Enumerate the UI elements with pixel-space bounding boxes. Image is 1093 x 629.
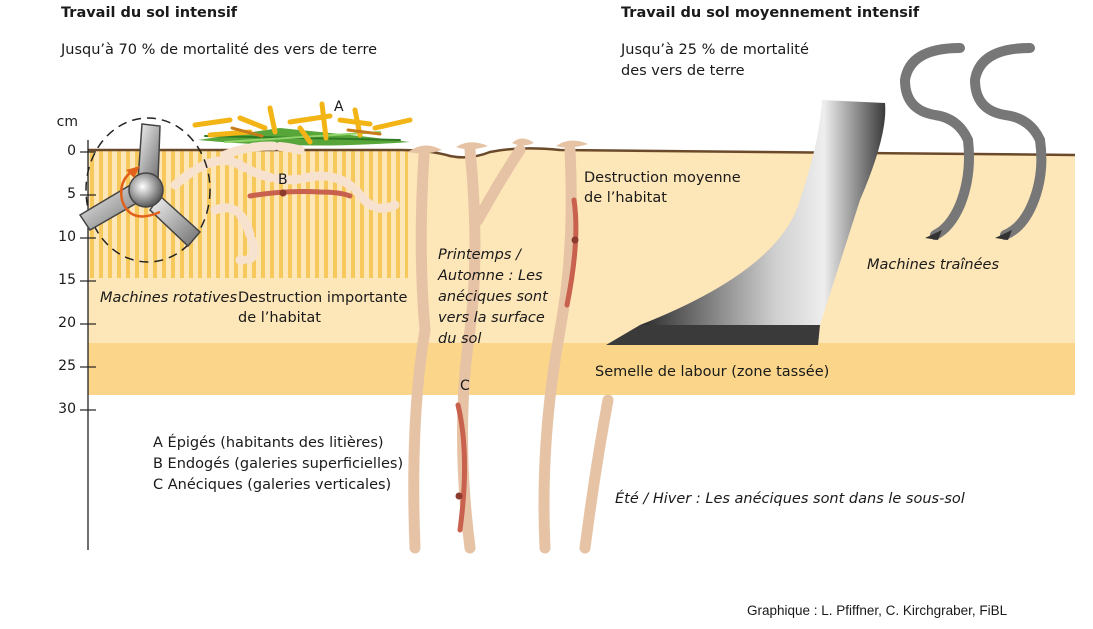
tine-tips: [925, 230, 1012, 240]
left-title: Travail du sol intensif: [61, 5, 238, 21]
label-plough-pan: Semelle de labour (zone tassée): [595, 364, 830, 380]
legend-item-b: B Endogés (galeries superficielles): [153, 456, 404, 472]
endogeic-worm-band: [279, 189, 287, 197]
depth-unit: cm: [56, 114, 78, 130]
right-subtitle-line1: Jusqu’à 25 % de mortalité: [621, 42, 809, 58]
label-medium-destruction-2: de l’habitat: [584, 190, 667, 206]
anecic-worms: [455, 197, 579, 533]
label-major-destruction-2: de l’habitat: [238, 310, 321, 326]
rotation-arrow: [120, 168, 161, 218]
endogeic-worm: [247, 189, 353, 199]
label-major-destruction-1: Destruction importante: [238, 290, 408, 306]
depth-tick-30: 30: [58, 401, 76, 417]
marker-c: C: [460, 378, 470, 394]
anecic-worm-band-top: [571, 236, 579, 244]
legend-item-a: A Épigés (habitants des litières): [153, 435, 384, 451]
plough-pan-layer: [88, 343, 1075, 395]
plough-share: [606, 325, 820, 345]
rotation-arrowhead: [126, 166, 140, 178]
depth-tick-5: 5: [67, 186, 76, 202]
label-summer-winter: Été / Hiver : Les anéciques sont dans le…: [615, 491, 965, 507]
legend-item-c: C Anéciques (galeries verticales): [153, 477, 392, 493]
label-spring-autumn-2: Automne : Les: [438, 268, 543, 284]
marker-b: B: [278, 172, 288, 188]
label-spring-autumn-3: anéciques sont: [438, 289, 548, 305]
anecic-worm-band-bottom: [455, 492, 463, 500]
depth-tick-0: 0: [67, 143, 76, 159]
rotary-path-circle: [85, 117, 211, 263]
label-towed-machines: Machines traînées: [867, 257, 1000, 273]
label-rotary-machines: Machines rotatives: [100, 290, 238, 306]
endogeic-burrows: [170, 141, 400, 265]
label-spring-autumn-4: vers la surface: [438, 310, 545, 326]
label-spring-autumn-1: Printemps /: [438, 247, 521, 263]
depth-tick-25: 25: [58, 358, 76, 374]
depth-tick-15: 15: [58, 272, 76, 288]
right-subtitle-line2: des vers de terre: [621, 63, 745, 79]
depth-tick-10: 10: [58, 229, 76, 245]
depth-tick-20: 20: [58, 315, 76, 331]
marker-a: A: [334, 99, 344, 115]
credit-line: Graphique : L. Pfiffner, C. Kirchgraber,…: [747, 603, 1008, 618]
left-subtitle: Jusqu’à 70 % de mortalité des vers de te…: [61, 42, 378, 58]
towed-tines: [899, 43, 1047, 240]
litter-layer: [192, 101, 413, 146]
rotary-tiller: [78, 123, 202, 248]
right-title: Travail du sol moyennement intensif: [621, 5, 920, 21]
plough-blade: [640, 100, 886, 325]
depth-axis-ticks: [80, 151, 96, 411]
label-spring-autumn-5: du sol: [438, 331, 482, 347]
burrow-openings: [408, 138, 588, 154]
label-medium-destruction-1: Destruction moyenne: [584, 170, 741, 186]
